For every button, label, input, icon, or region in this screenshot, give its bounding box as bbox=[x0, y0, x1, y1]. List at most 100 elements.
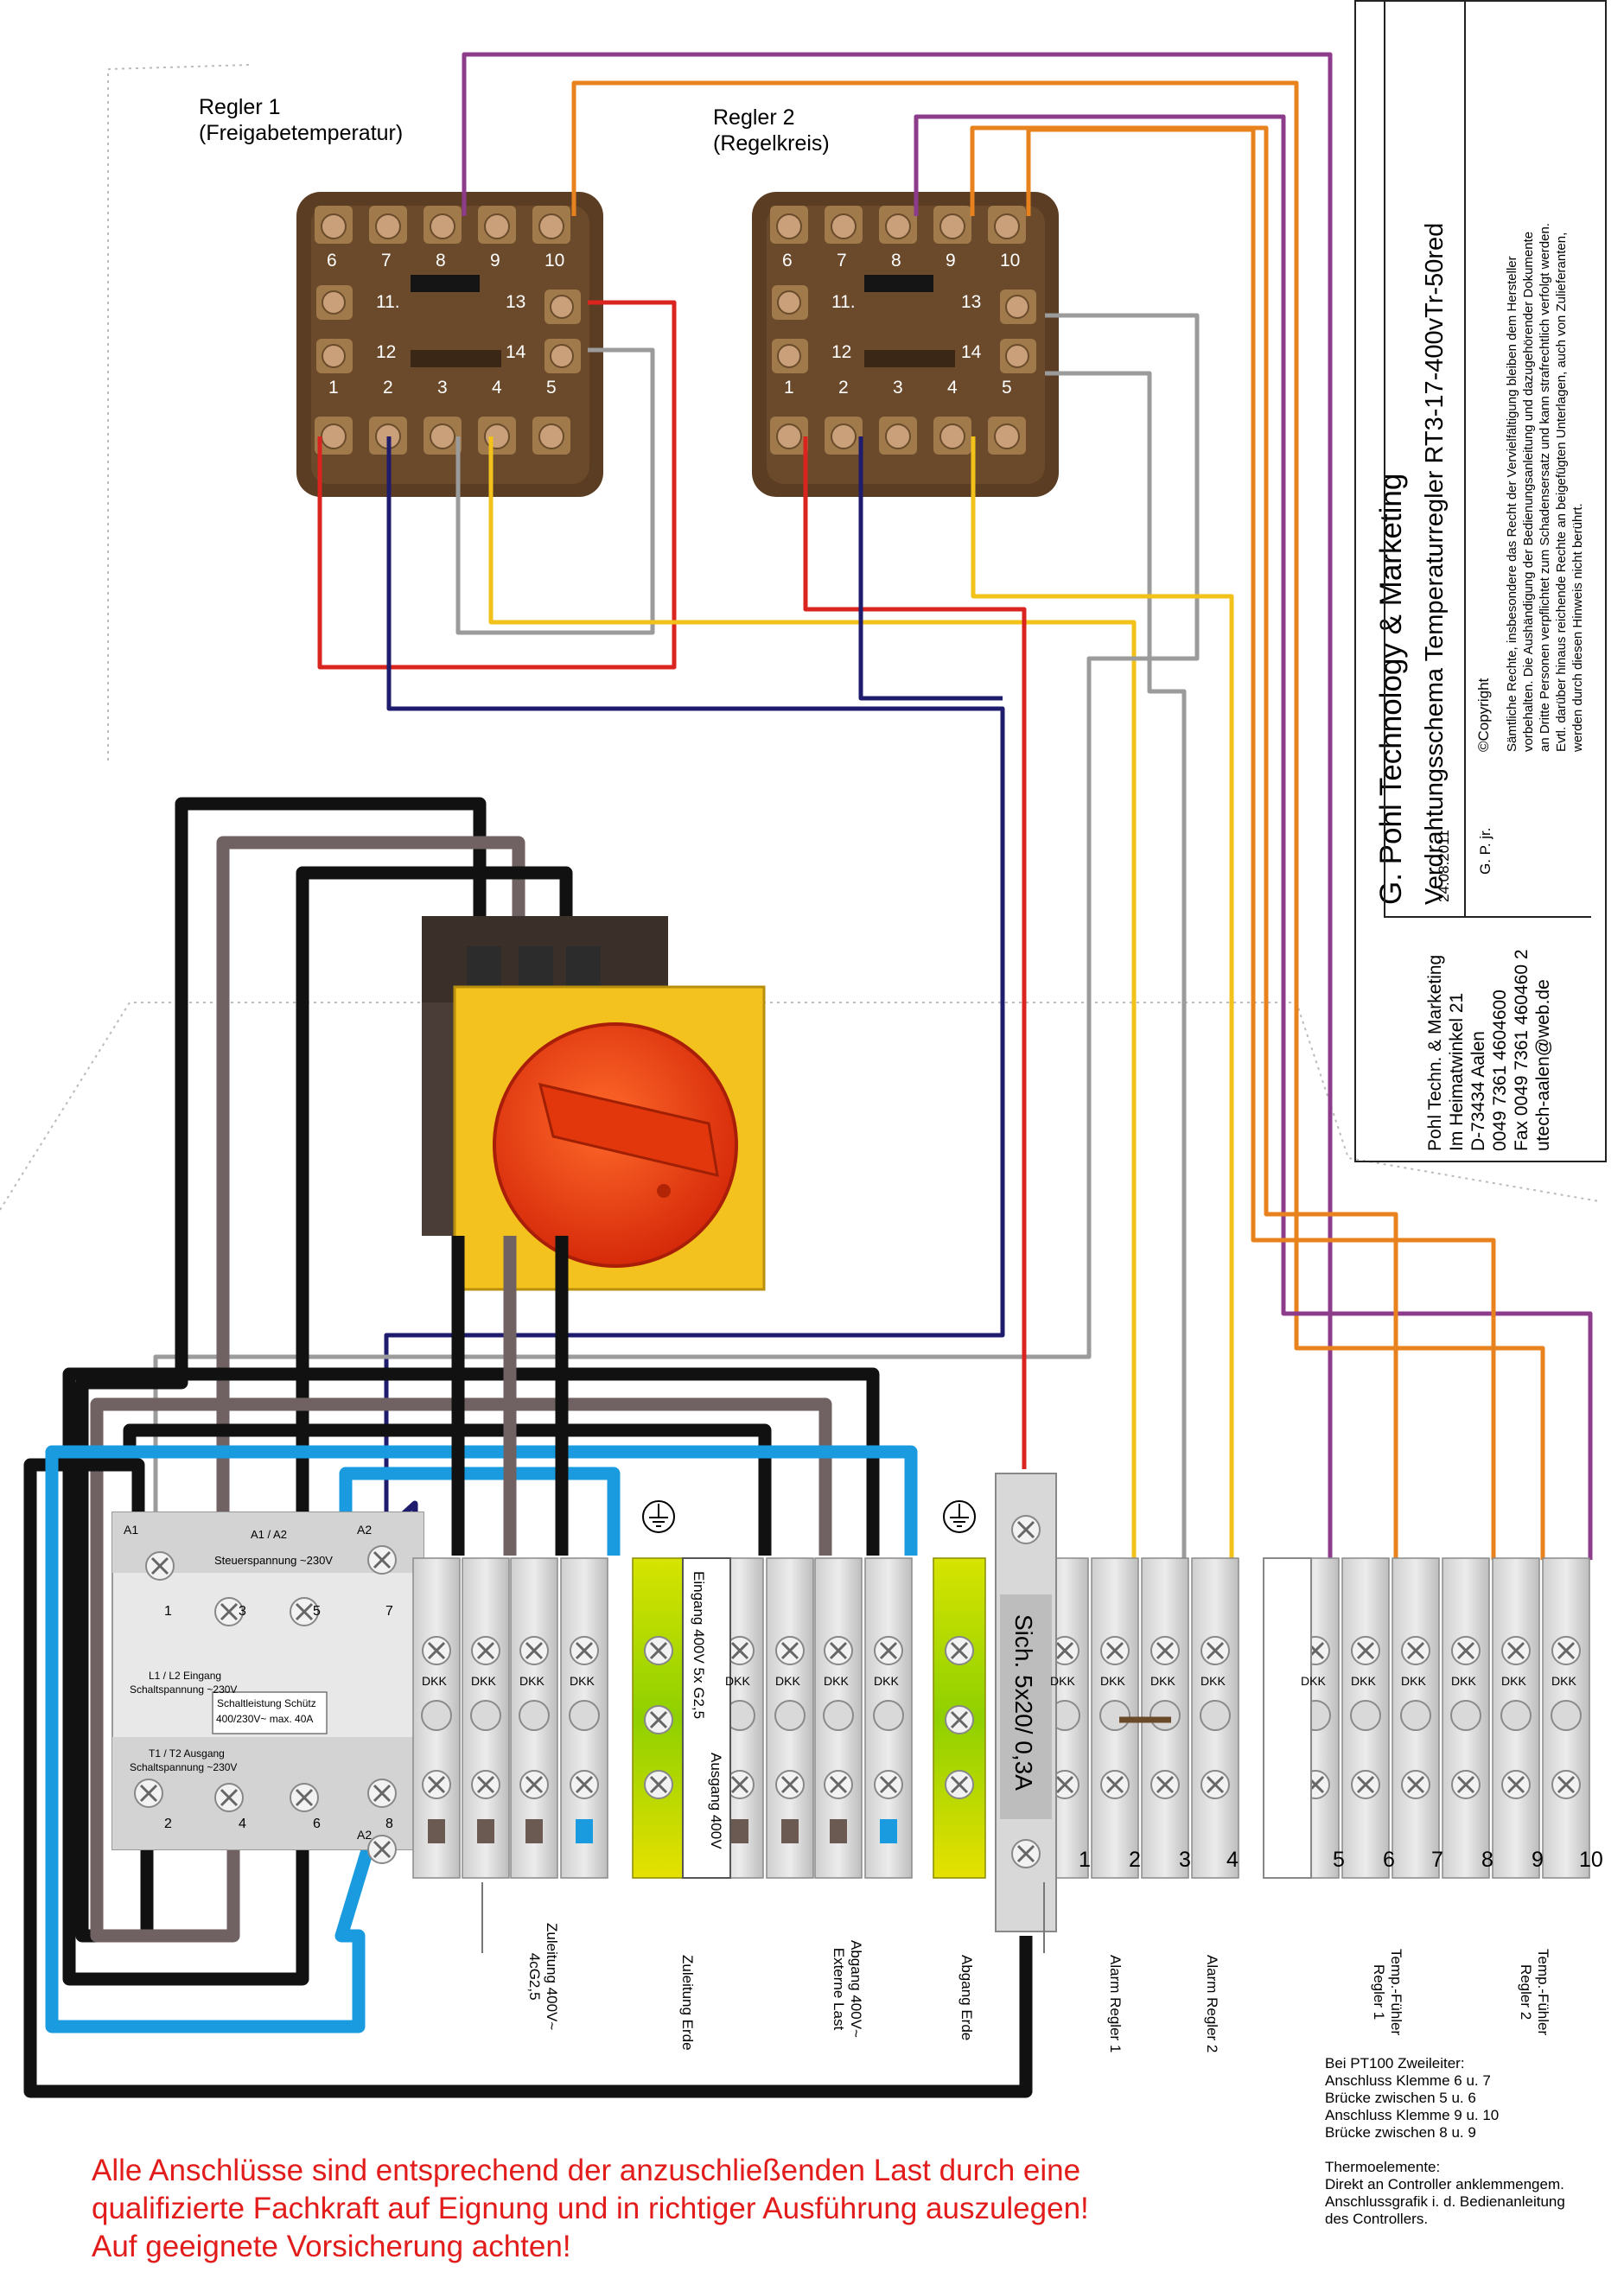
enclosure-outline bbox=[107, 64, 252, 761]
terminal-screw bbox=[139, 1784, 158, 1803]
socket-screw bbox=[430, 213, 455, 239]
contactor-terminal: 8 bbox=[385, 1817, 393, 1831]
regler-2-sub: (Regelkreis) bbox=[713, 131, 830, 156]
terminal-indicator bbox=[1551, 1700, 1582, 1731]
wire-grey-r2 bbox=[153, 313, 1200, 1547]
terminal-screw bbox=[730, 1775, 749, 1794]
wire-grey-r1 bbox=[455, 347, 655, 635]
socket-screw bbox=[321, 423, 347, 449]
copyright-line: Evtl. darüber hinaus reichende Rechte an… bbox=[1554, 232, 1569, 752]
terminal-screw bbox=[1206, 1775, 1225, 1794]
socket-number: 10 bbox=[1000, 251, 1021, 270]
terminal-number: 7 bbox=[1431, 1848, 1443, 1872]
dkk-label: DKK bbox=[1451, 1674, 1476, 1688]
contactor-input-volt: Schaltspannung ~230V bbox=[130, 1683, 238, 1696]
terminal-screw bbox=[1105, 1775, 1124, 1794]
terminal-indicator bbox=[873, 1700, 904, 1731]
terminal-screw bbox=[1557, 1775, 1576, 1794]
terminal-screw bbox=[780, 1641, 799, 1660]
terminal-screw bbox=[950, 1775, 969, 1794]
contactor-rating-2: 400/230V~ max. 40A bbox=[216, 1713, 314, 1725]
address-line: D-73434 Aalen bbox=[1468, 1031, 1488, 1151]
contactor-a2-bottom: A2 bbox=[357, 1828, 373, 1842]
socket-number: 2 bbox=[838, 378, 849, 398]
socket-number: 6 bbox=[327, 251, 337, 270]
terminal-indicator bbox=[823, 1700, 854, 1731]
dkk-label: DKK bbox=[1150, 1674, 1175, 1688]
terminal-screw bbox=[1506, 1641, 1525, 1660]
terminal-screw bbox=[829, 1641, 848, 1660]
copyright-line: vorbehalten. Die Aushändigung der Bedien… bbox=[1521, 231, 1536, 752]
wire-black-d bbox=[123, 1423, 772, 1556]
contactor-terminal: 5 bbox=[313, 1604, 321, 1619]
socket-number: 1 bbox=[328, 378, 339, 398]
socket-screw bbox=[831, 213, 857, 239]
terminal-screw bbox=[1156, 1775, 1175, 1794]
spacer-block bbox=[1263, 1557, 1312, 1879]
wire-black-e bbox=[23, 1458, 1033, 2098]
socket-screw bbox=[484, 423, 510, 449]
terminal-screw bbox=[1356, 1641, 1375, 1660]
wire-orange-r2b bbox=[1026, 127, 1496, 1560]
terminal-indicator bbox=[519, 1700, 550, 1731]
terminal-indicator bbox=[1099, 1700, 1130, 1731]
contactor-input-label: L1 / L2 Eingang bbox=[149, 1670, 222, 1682]
terminal-screw bbox=[476, 1775, 495, 1794]
wire-black-c bbox=[62, 1367, 880, 1986]
socket-number: 1 bbox=[784, 378, 794, 398]
terminal-screw bbox=[950, 1641, 969, 1660]
dkk-label: DKK bbox=[1501, 1674, 1526, 1688]
wire-grey-r2b bbox=[1045, 371, 1187, 1560]
terminal-screw bbox=[373, 1784, 392, 1803]
terminal-screw bbox=[295, 1788, 314, 1807]
terminal-screw bbox=[220, 1602, 239, 1621]
terminal-screw bbox=[1406, 1775, 1425, 1794]
wire-red-r2 bbox=[803, 436, 1027, 1469]
socket-screw bbox=[885, 213, 911, 239]
bottom-label-fuehler1: Temp.-Fühler Regler 1 bbox=[1371, 1949, 1404, 2036]
copyright-line: an Dritte Personen verpflichtet zum Scha… bbox=[1538, 223, 1552, 752]
terminal-indicator bbox=[470, 1700, 501, 1731]
eingang-label: Eingang 400V 5x G2,5 bbox=[691, 1571, 707, 1720]
socket-screw bbox=[777, 344, 801, 368]
bottom-label-zuleitung-erde: Zuleitung Erde bbox=[679, 1955, 696, 2051]
terminal-screw bbox=[1156, 1641, 1175, 1660]
socket-screw bbox=[885, 423, 911, 449]
terminal-indicator bbox=[569, 1700, 600, 1731]
socket-screw bbox=[939, 213, 965, 239]
socket-number: 14 bbox=[506, 342, 526, 362]
main-switch bbox=[422, 916, 766, 1291]
socket-screw bbox=[322, 344, 346, 368]
terminal-number: 4 bbox=[1226, 1848, 1239, 1872]
dkk-label: DKK bbox=[1401, 1674, 1426, 1688]
terminal-indicator bbox=[1450, 1700, 1481, 1731]
eingang-separator bbox=[682, 1557, 731, 1879]
terminal-screw bbox=[525, 1775, 544, 1794]
bottom-label-abgang: Abgang 400V~ Externe Last bbox=[831, 1940, 864, 2038]
socket-number: 7 bbox=[837, 251, 847, 270]
bottom-label-zuleitung: Zuleitung 400V~ 4cG2,5 bbox=[526, 1923, 560, 2031]
terminal-number: 5 bbox=[1333, 1848, 1345, 1872]
socket-screw bbox=[776, 213, 802, 239]
wire-blue-a bbox=[45, 1445, 918, 2033]
dkk-label: DKK bbox=[824, 1674, 849, 1688]
address-line: Fax 0049 7361 460460 2 bbox=[1512, 949, 1532, 1151]
socket-number: 13 bbox=[506, 292, 526, 312]
dkk-label: DKK bbox=[519, 1674, 545, 1688]
terminal-marker bbox=[731, 1819, 748, 1843]
terminal-indicator bbox=[421, 1700, 452, 1731]
dkk-label: DKK bbox=[1351, 1674, 1376, 1688]
terminal-marker bbox=[781, 1819, 799, 1843]
socket-screw bbox=[994, 423, 1020, 449]
terminal-number: 10 bbox=[1579, 1848, 1603, 1872]
wire-orange-r2 bbox=[970, 125, 1398, 1560]
dkk-label: DKK bbox=[1050, 1674, 1075, 1688]
contactor-output-volt: Schaltspannung ~230V bbox=[130, 1761, 238, 1773]
terminal-screw bbox=[575, 1775, 594, 1794]
wire-orange-r1 bbox=[571, 80, 1545, 1560]
copyright-label: ©Copyright bbox=[1475, 678, 1492, 752]
dkk-label: DKK bbox=[1200, 1674, 1226, 1688]
terminal-number: 1 bbox=[1079, 1848, 1091, 1872]
terminal-screw bbox=[879, 1775, 898, 1794]
